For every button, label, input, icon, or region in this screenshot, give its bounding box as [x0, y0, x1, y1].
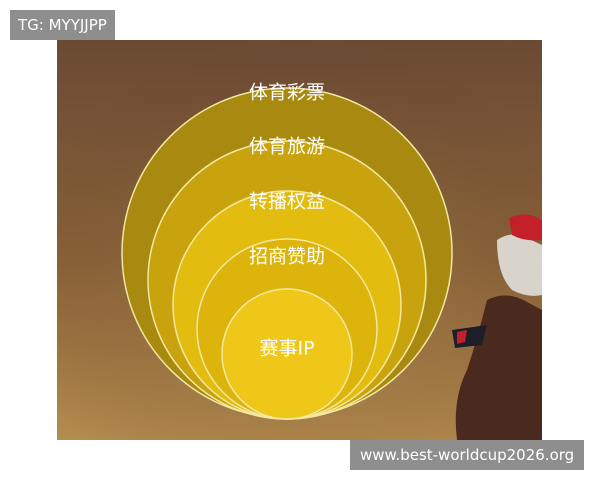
circle-label-2: 体育旅游 — [249, 136, 325, 158]
circle-label-3: 转播权益 — [249, 191, 325, 213]
jockey-icon — [452, 214, 542, 440]
circle-label-4: 招商赞助 — [249, 246, 325, 268]
watermark-top-left: TG: MYYJJPP — [10, 10, 115, 40]
watermark-bottom-right: www.best-worldcup2026.org — [350, 440, 585, 470]
circle-label-1: 体育彩票 — [249, 82, 325, 104]
circle-layer-5 — [221, 288, 353, 420]
circle-layers — [121, 87, 453, 420]
diagram-photo: 体育彩票体育旅游转播权益招商赞助赛事IP — [57, 40, 542, 440]
circle-label-5: 赛事IP — [259, 338, 314, 360]
